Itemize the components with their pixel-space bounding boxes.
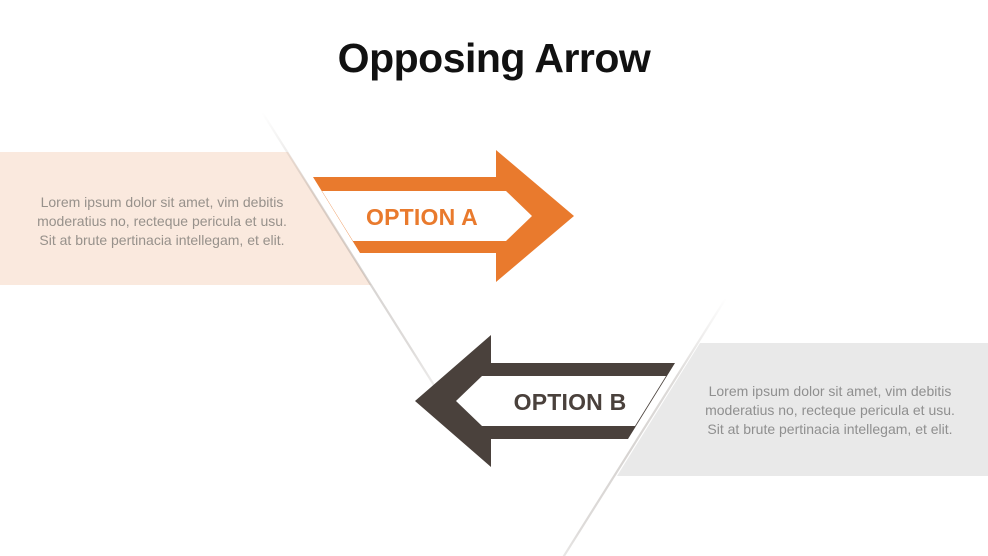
- option-b-label: OPTION B: [513, 389, 627, 415]
- option-a-arrow-inner: [322, 191, 532, 241]
- slide-title: Opposing Arrow: [337, 35, 651, 81]
- diagonal-divider-b: [562, 297, 727, 556]
- option-b-arrow-inner: [456, 376, 666, 426]
- diagonal-divider-a: [261, 111, 462, 429]
- option-a-description: Lorem ipsum dolor sit amet, vim debitis …: [37, 194, 287, 248]
- option-a-label: OPTION A: [366, 204, 478, 230]
- option-b-description: Lorem ipsum dolor sit amet, vim debitis …: [705, 383, 955, 437]
